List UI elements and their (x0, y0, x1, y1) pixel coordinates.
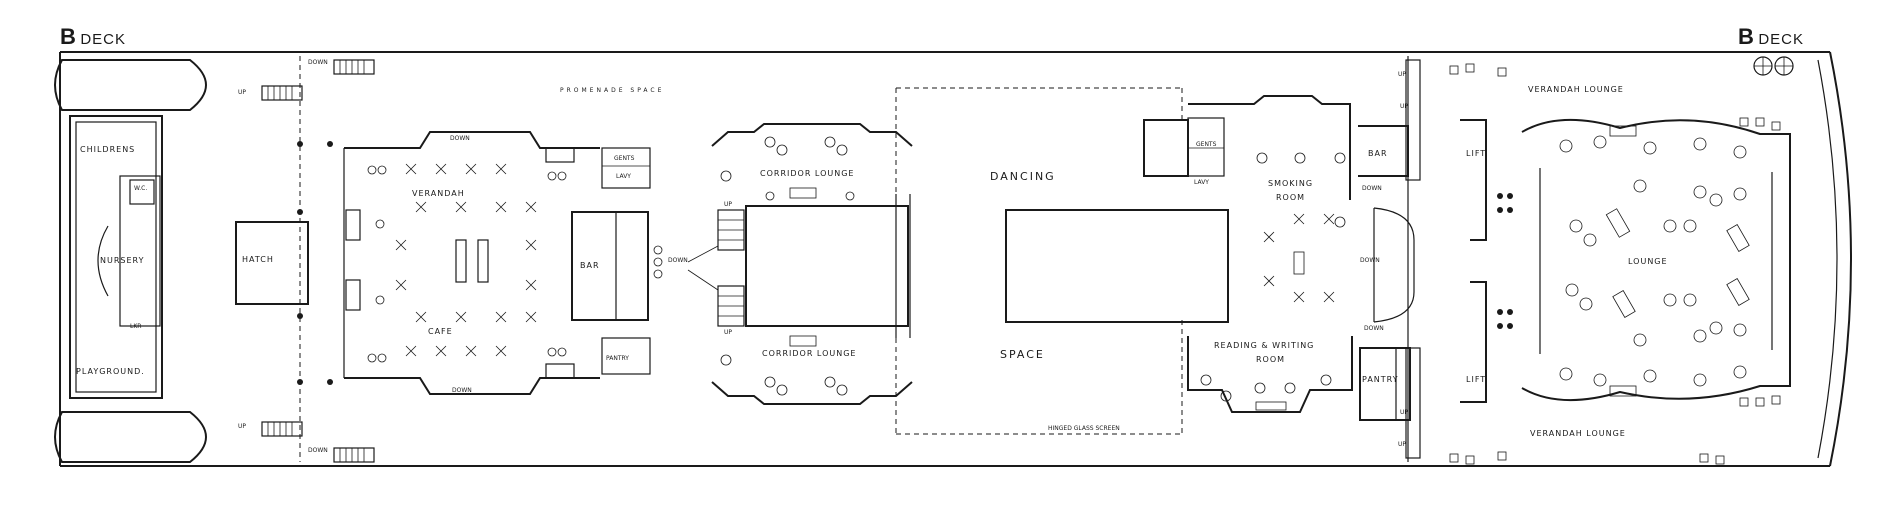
smoking-label: SMOKING (1268, 179, 1313, 188)
hull-outline (59, 51, 1852, 467)
lounge-furniture (1559, 125, 1750, 397)
stair-down-label: DOWN (1362, 185, 1382, 192)
bar-left (571, 211, 649, 321)
bar-stools (653, 245, 663, 279)
lavy-label: LAVY (616, 173, 631, 180)
bar-label: BAR (580, 261, 600, 270)
stair-down-bottom (333, 447, 375, 463)
pantry-left (601, 337, 651, 375)
lift-pillars (1497, 193, 1513, 329)
stair-down-label: DOWN (452, 387, 472, 394)
nursery-block (69, 115, 163, 399)
stair-down-label: DOWN (450, 135, 470, 142)
stair-up-label: UP (1400, 103, 1408, 110)
verandah-lounge-label: VERANDAH LOUNGE (1530, 429, 1626, 438)
bar-label: BAR (1368, 149, 1388, 158)
reading-room-furniture (1200, 374, 1332, 411)
lift-shaft-top (1405, 59, 1487, 241)
deck-heading-left: B DECK (60, 24, 126, 50)
corridor-stairs (687, 209, 745, 327)
lift-label: LIFT (1466, 375, 1486, 384)
verandah-lounge-label: VERANDAH LOUNGE (1528, 85, 1624, 94)
lift-shaft-bottom (1405, 281, 1487, 459)
gents-label: GENTS (614, 155, 635, 162)
corridor-lounge-furniture (720, 136, 855, 396)
reading-writing-room-label: ROOM (1256, 355, 1285, 364)
cafe-table-cluster (367, 163, 567, 363)
corridor-lounge-core (745, 205, 909, 327)
deck-letter: B (60, 24, 76, 49)
verandah-cafe-walls (343, 131, 600, 395)
corridor-lounge-label: CORRIDOR LOUNGE (760, 169, 854, 178)
smoking-room-furniture (1256, 152, 1346, 303)
stair-down-label: DOWN (668, 257, 688, 264)
verandah-lounge-chairs (1449, 63, 1781, 465)
stair-down-label: DOWN (1360, 257, 1380, 264)
reading-writing-label: READING & WRITING (1214, 341, 1314, 350)
pillars-stern (297, 141, 333, 385)
deck-word: DECK (80, 31, 127, 48)
hatch-box (235, 221, 309, 305)
stair-up-label: UP (238, 423, 246, 430)
verandah-label: VERANDAH (412, 189, 465, 198)
stair-down-top (333, 59, 375, 75)
corridor-lounge-top-walls (711, 123, 913, 147)
stair-up-label: UP (238, 89, 246, 96)
promenade-label: PROMENADE SPACE (560, 87, 664, 94)
gents-lavy-left (601, 147, 651, 189)
dance-floor-core (1005, 209, 1229, 323)
pantry-label: PANTRY (606, 355, 629, 362)
lift-label: LIFT (1466, 149, 1486, 158)
playground-label: PLAYGROUND. (76, 367, 145, 376)
stair-up-label: UP (1400, 409, 1408, 416)
lifeboat-bottom (54, 411, 207, 463)
stair-down-label: DOWN (308, 59, 328, 66)
stair-up-label: UP (1398, 71, 1406, 78)
deck-word: DECK (1758, 31, 1805, 48)
lavy-label: LAVY (1194, 179, 1209, 186)
smoking-room-label: ROOM (1276, 193, 1305, 202)
wc-label: W.C. (134, 185, 147, 192)
stair-down-label: DOWN (308, 447, 328, 454)
space-label: SPACE (1000, 348, 1045, 361)
stair-up-bottom (261, 421, 303, 437)
stair-up-label: UP (724, 329, 732, 336)
corridor-lounge-label: CORRIDOR LOUNGE (762, 349, 856, 358)
deck-heading-right: B DECK (1738, 24, 1804, 50)
stair-up-label: UP (1398, 441, 1406, 448)
dancing-space-outline (895, 87, 1183, 435)
lifeboat-top (54, 59, 207, 111)
cafe-label: CAFE (428, 327, 453, 336)
nursery-label: NURSERY (100, 256, 144, 265)
stair-down-label: DOWN (1364, 325, 1384, 332)
corridor-lounge-bottom-walls (711, 381, 913, 405)
stair-up-label: UP (724, 201, 732, 208)
hatch-label: HATCH (242, 255, 274, 264)
lounge-label: LOUNGE (1628, 257, 1668, 266)
childrens-room-label: CHILDRENS (80, 145, 135, 154)
smoking-room-walls (1143, 95, 1415, 323)
locker-label: LKR (130, 323, 141, 330)
stair-up-top (261, 85, 303, 101)
gents-label: GENTS (1196, 141, 1217, 148)
reading-writing-room-walls (1187, 336, 1411, 421)
deck-letter: B (1738, 24, 1754, 49)
lounge-walls (1407, 56, 1791, 462)
capstan-icon (1753, 56, 1794, 76)
dancing-label: DANCING (990, 170, 1056, 183)
hinged-glass-screen-label: HINGED GLASS SCREEN (1048, 425, 1120, 432)
pantry-label: PANTRY (1362, 375, 1399, 384)
